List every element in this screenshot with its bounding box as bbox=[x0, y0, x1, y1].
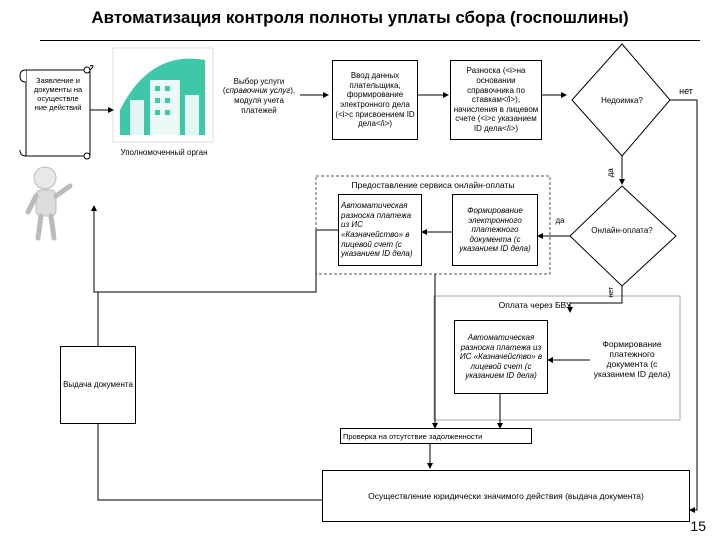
auto-posting-bvu-box: Автоматическая разноска платежа из ИС «К… bbox=[454, 320, 548, 394]
service-select-box: Выбор услуги (справочник услуг), модуля … bbox=[218, 68, 300, 124]
online-payment-question: Онлайн-оплата? bbox=[591, 226, 653, 235]
title-rule bbox=[40, 40, 700, 41]
page-title: Автоматизация контроля полноты уплаты сб… bbox=[91, 8, 629, 27]
bvu-frame bbox=[433, 295, 681, 421]
person-icon bbox=[25, 166, 73, 241]
payment-doc-online-box: Формирование электронного платежного док… bbox=[452, 194, 538, 266]
auto-posting-online-box: Автоматическая разноска платежа из ИС «К… bbox=[338, 194, 422, 266]
service-select-text: Выбор услуги (справочник услуг), модуля … bbox=[222, 76, 296, 115]
debt-check-box: Проверка на отсутствие задолженности bbox=[340, 428, 532, 444]
payment-doc-bvu-text: Формирование платежного документа (с ука… bbox=[593, 338, 671, 380]
yes-label-1: да bbox=[606, 168, 616, 178]
page-number: 15 bbox=[690, 518, 706, 534]
legal-action-box: Осуществление юридически значимого дейст… bbox=[322, 470, 690, 522]
scroll-text: Заявление и документы на осуществле ние … bbox=[33, 76, 83, 112]
scroll-icon bbox=[19, 65, 94, 160]
payment-doc-bvu-box: Формирование платежного документа (с ука… bbox=[590, 326, 674, 392]
no-label-1: нет bbox=[679, 86, 693, 96]
doc-issue-box: Выдача документа bbox=[60, 346, 136, 424]
underpayment-question: Недоимка? bbox=[601, 96, 643, 105]
bvu-label: Оплата через БВУ bbox=[498, 300, 572, 310]
posting-box: Разноска (<i>на основании справочника по… bbox=[450, 60, 542, 140]
online-service-label: Предоставление сервиса онлайн-оплаты bbox=[351, 180, 515, 190]
authority-label: Уполномоченный орган bbox=[120, 148, 208, 157]
online-service-frame bbox=[315, 175, 551, 275]
no-label-2: нет bbox=[607, 286, 615, 298]
yes-label-2: да bbox=[555, 216, 565, 225]
payer-data-entry-box: Ввод данных плательщика, формирование эл… bbox=[332, 60, 418, 140]
building-icon bbox=[112, 47, 214, 143]
